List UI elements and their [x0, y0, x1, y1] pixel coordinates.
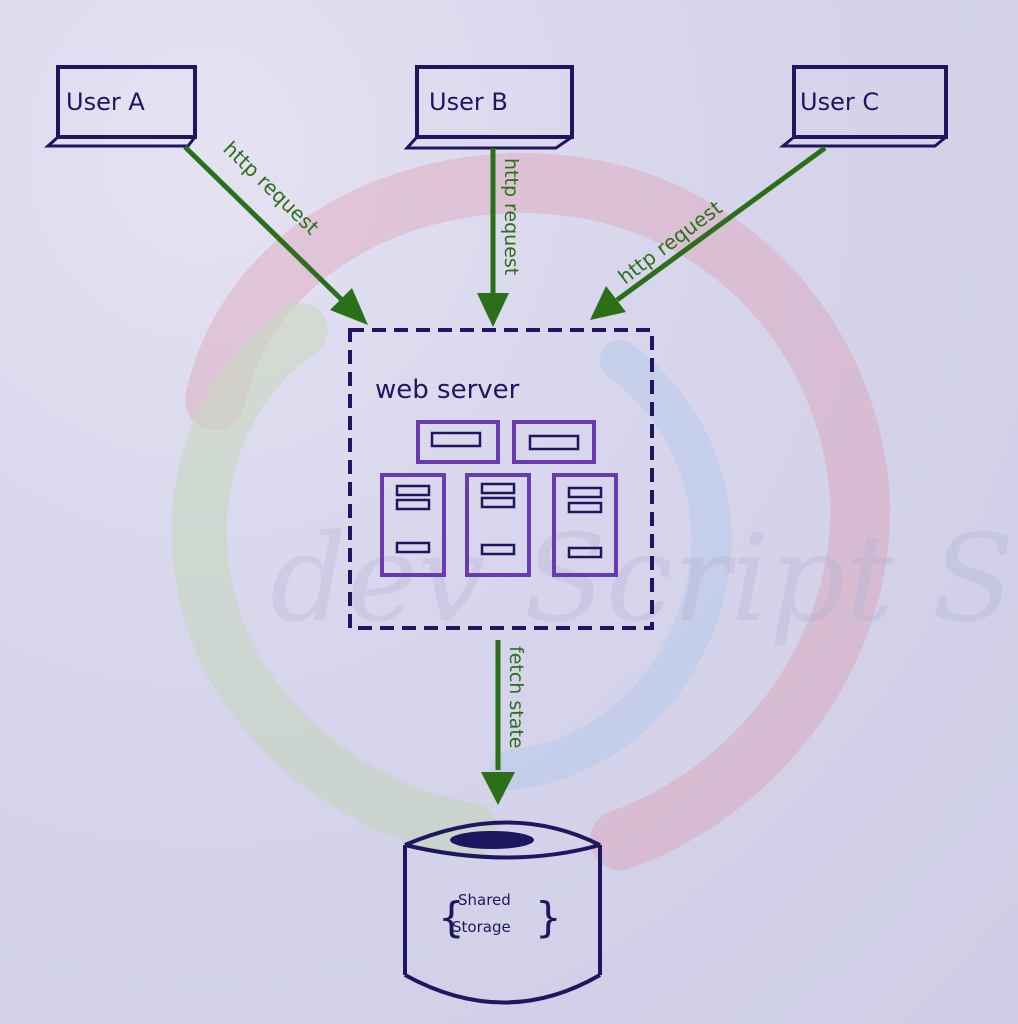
user-c-label: User C: [800, 88, 879, 116]
web-server-label: web server: [375, 375, 520, 405]
user-b-label: User B: [429, 88, 508, 116]
left-brace-icon: {: [438, 893, 465, 942]
shared-storage-cylinder: { } Shared Storage: [403, 820, 602, 1005]
user-a-laptop: User A: [44, 65, 197, 148]
watermark-text: dev Script Saga's: [270, 510, 1018, 649]
storage-label-line2: Storage: [452, 918, 511, 936]
storage-label-line1: Shared: [458, 891, 511, 909]
user-b-laptop: User B: [403, 65, 574, 150]
arrow-user-b-to-server: http request: [477, 148, 522, 327]
right-brace-icon: }: [535, 893, 562, 942]
arrow-a-label: http request: [219, 136, 325, 239]
user-a-label: User A: [66, 88, 145, 116]
user-c-laptop: User C: [778, 65, 948, 148]
arrow-storage-label: fetch state: [505, 646, 527, 749]
server-rack-icon: [380, 420, 618, 577]
web-server-box: web server: [348, 328, 654, 630]
arrow-b-label: http request: [500, 158, 522, 275]
watermark-logo: dev Script Saga's: [171, 153, 1018, 870]
arrow-server-to-storage: fetch state: [481, 640, 527, 805]
